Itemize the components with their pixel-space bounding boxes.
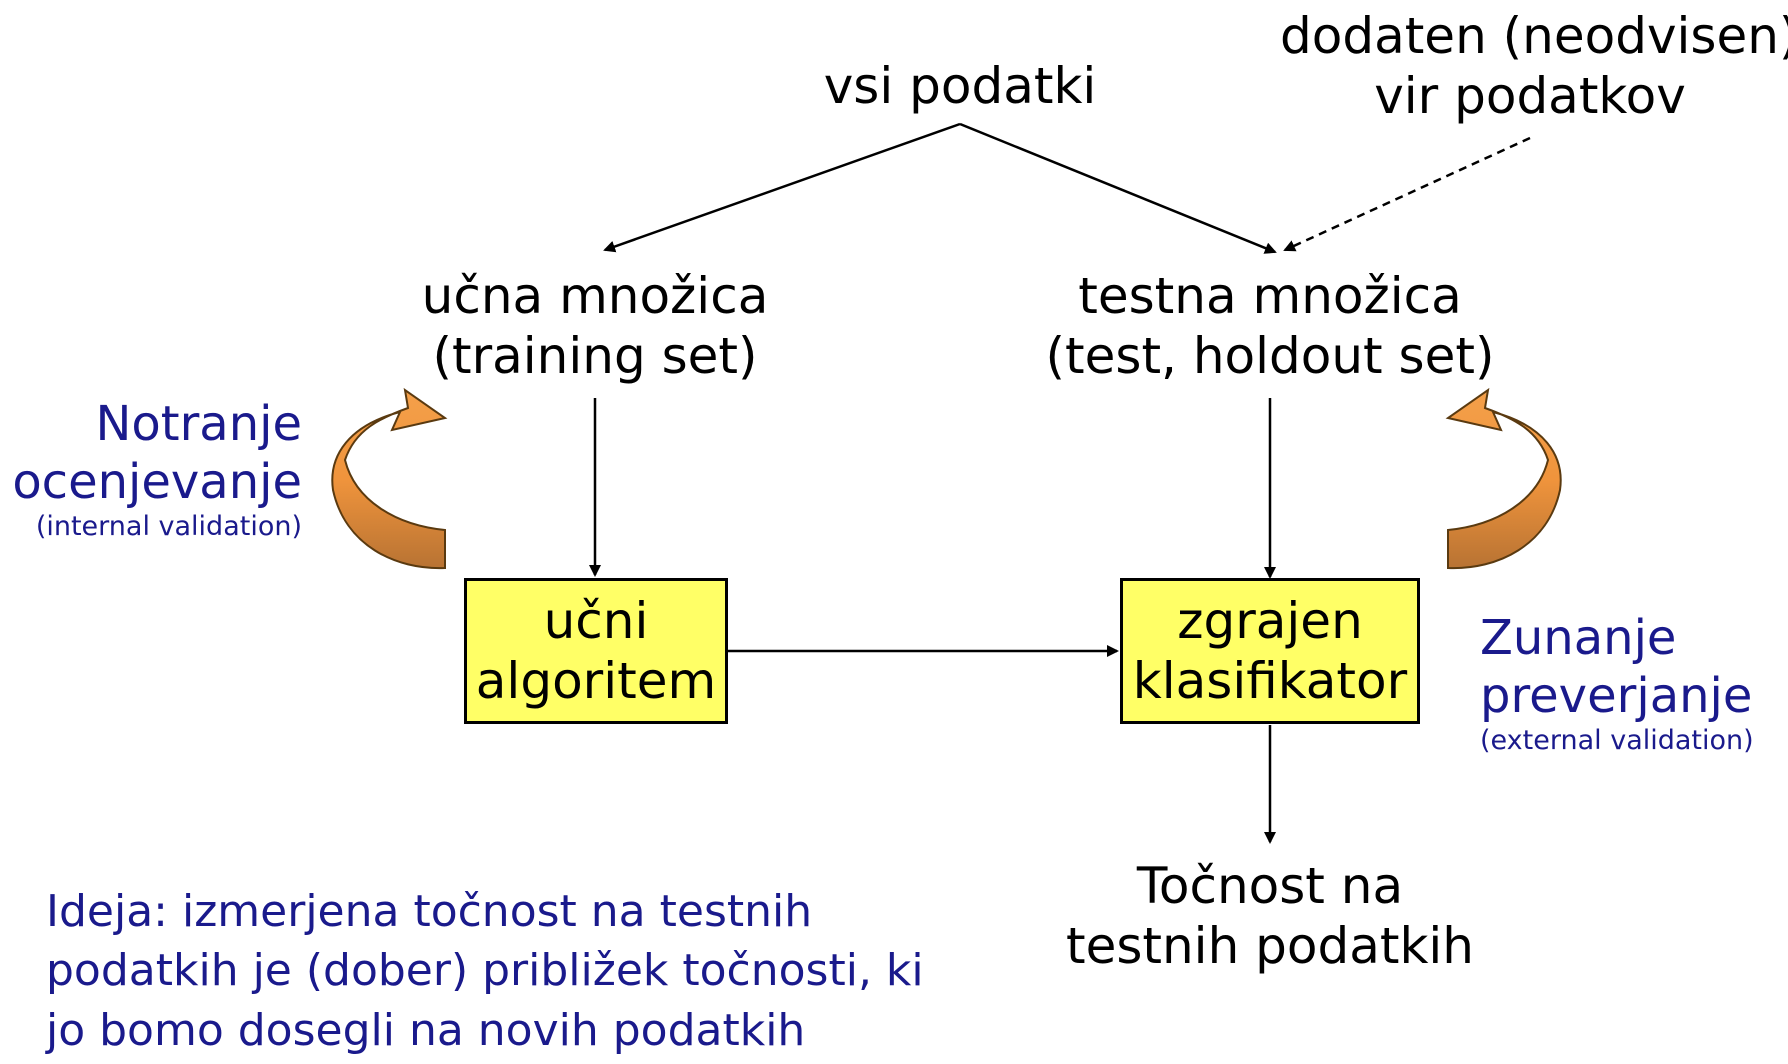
idea-line3: jo bomo dosegli na novih podatkih (46, 1004, 806, 1056)
external-title-line2: preverjanje (1480, 667, 1753, 724)
extra-source-line1: dodaten (neodvisen) (1280, 7, 1788, 65)
test-accuracy-line2: testnih podatkih (1065, 917, 1475, 975)
edge-all-to-test (959, 122, 1277, 254)
node-all-data: vsi podatki (820, 56, 1100, 116)
internal-validation-arrow (331, 387, 448, 570)
idea-line2: podatkih je (dober) približek točnosti, … (46, 945, 924, 997)
idea-text: Ideja: izmerjena točnost na testnih poda… (46, 882, 1006, 1060)
external-validation-arrow (1445, 387, 1562, 570)
edge-extra-to-test (1283, 136, 1531, 252)
extra-source-line2: vir podatkov (1374, 67, 1686, 125)
built-classifier-line1: zgrajen (1177, 592, 1363, 650)
learning-algorithm-line1: učni (543, 592, 649, 650)
learning-algorithm-line2: algoritem (475, 652, 717, 710)
node-extra-source: dodaten (neodvisen) vir podatkov (1280, 6, 1788, 126)
node-test-accuracy: Točnost na testnih podatkih (1050, 856, 1490, 976)
test-set-line1: testna množica (1078, 267, 1462, 325)
internal-title-line2: ocenjevanje (12, 453, 302, 510)
idea-line1: Ideja: izmerjena točnost na testnih (46, 886, 813, 937)
edge-all-to-training (603, 122, 961, 253)
all-data-label: vsi podatki (823, 57, 1097, 115)
external-subtitle: (external validation) (1480, 725, 1754, 757)
node-learning-algorithm: učni algoritem (464, 578, 728, 724)
built-classifier-line2: klasifikator (1132, 652, 1408, 710)
internal-validation-caption: Notranje ocenjevanje (internal validatio… (0, 396, 302, 544)
external-validation-caption: Zunanje preverjanje (external validation… (1480, 610, 1788, 758)
test-accuracy-line1: Točnost na (1136, 857, 1404, 915)
internal-title-line1: Notranje (95, 396, 302, 452)
internal-subtitle: (internal validation) (35, 511, 302, 543)
node-built-classifier: zgrajen klasifikator (1120, 578, 1420, 724)
test-set-line2: (test, holdout set) (1045, 327, 1495, 385)
external-title-line1: Zunanje (1480, 610, 1677, 666)
node-test-set: testna množica (test, holdout set) (1020, 266, 1520, 386)
training-set-line2: (training set) (432, 327, 758, 385)
node-training-set: učna množica (training set) (395, 266, 795, 386)
training-set-line1: učna množica (421, 267, 769, 325)
